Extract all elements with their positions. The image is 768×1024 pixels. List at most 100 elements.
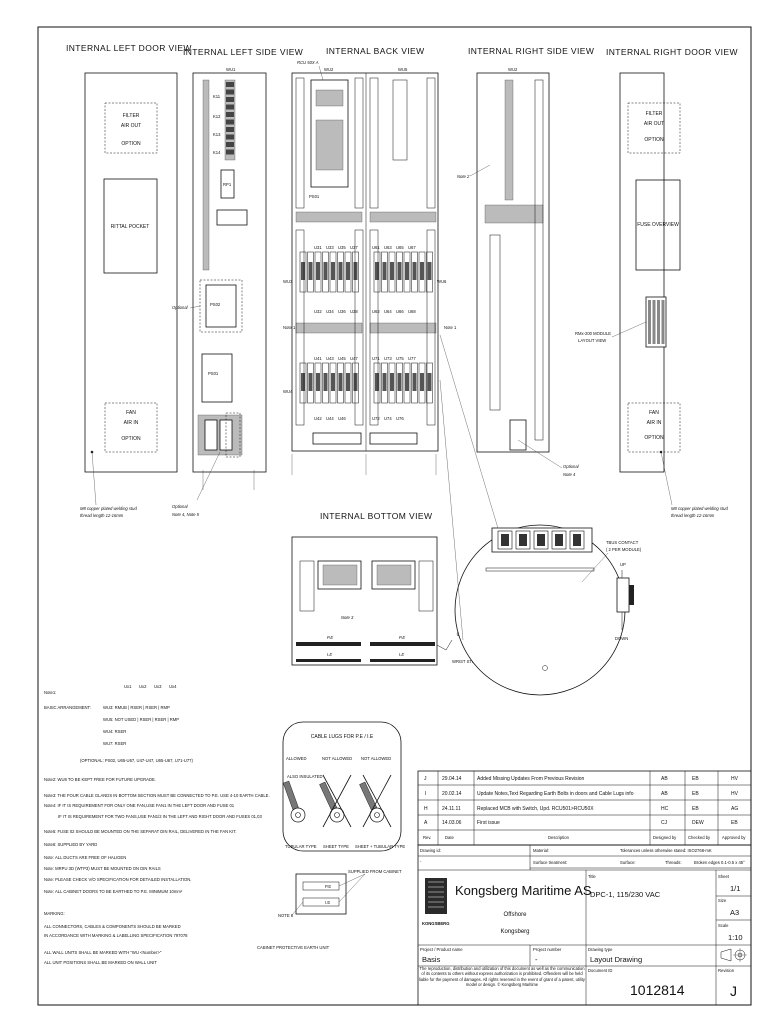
bus-detail-view: TBUS CONTACT ( 2 PER MODULE) UP DOWN [439,334,642,696]
io-module-terminals [375,373,379,391]
optional-label-left: Optional [172,305,189,310]
io-module-terminals [338,373,343,391]
note-line-10: Note: ALL CABINET DOORS TO BE EARTHED TO… [44,889,183,894]
unit-label: U65 [396,245,404,250]
drawing-title: DPC-1, 115/230 VAC [590,890,661,899]
unit-label: U37 [350,245,358,250]
note-line-2: Note3: THE FOUR CABLE GLANDS IN BOTTOM S… [44,793,270,798]
fuse-block [652,300,656,344]
io-module-terminals [353,373,358,391]
unit-label: U77 [408,356,416,361]
fuse-block [657,300,660,344]
title-block: Drawing id: - Material: Tolerances unles… [417,844,752,1006]
svg-text:AB: AB [661,776,668,782]
unit-label: U72 [372,416,380,421]
revision-value: J [730,983,737,999]
marking-4: ALL WALL UNITS SHALL BE MARKED WITH "WU … [44,950,162,955]
surface-label: Surface: [620,860,636,865]
cable-lugs-panel: CABLE LUGS FOR P.E / I.E ALLOWED NOT ALL… [282,721,405,852]
k11-label: K11 [213,94,221,99]
broken-edges-text: Broken edges 0.1-0.5 x 45° [694,860,745,865]
svg-text:Date: Date [445,835,455,840]
right-door-filter-2: AIR OUT [644,121,664,127]
relay-block [226,127,234,132]
io-module-terminals [397,262,402,280]
io-module-terminals [308,373,313,391]
col-ux2: Ux2 [139,684,147,689]
rcu-label: RCU 50X A [297,60,319,65]
cable-lug-barrel [319,781,338,811]
rittal-pocket-label: RITTAL POCKET [111,224,150,230]
note1-heading: Note1: [44,690,56,695]
earth-unit-diagram: SUPPLIED FROM CABINET P.E I.E NOTE 6 CAB… [257,869,402,950]
division-name: Offshore [504,912,528,918]
optional-line: (OPTIONAL: PS02, U65-U67, U47-U47, U65-U… [80,758,193,763]
right-door-filter-3: OPTION [644,137,664,143]
ps02-label: PS02 [210,302,221,307]
earth-ie-label: I.E [325,900,330,905]
relay-block [226,82,234,87]
document-id-label: Document ID [588,968,612,973]
lugs-not-allowed-1: NOT ALLOWED [322,756,352,761]
unit-label: U31 [314,245,322,250]
bus-contact-label-2: ( 2 PER MODULE) [606,547,642,552]
ps01-label: PS01 [309,194,320,199]
col-ux4: Ux4 [169,684,177,689]
io-module-terminals [390,262,394,280]
unit-label: U45 [338,356,346,361]
io-module-terminals [412,262,417,280]
fuse-block [661,300,665,344]
wu6-label: WU6 [437,279,447,284]
revision-row-j: J 29.04.14 Added Missing Updates From Pr… [424,776,739,782]
marking-5: ALL UNIT POSITIONS SHALL BE MARKED ON WA… [44,960,157,965]
right-door-fan-1: FAN [649,410,659,416]
unit-label: U66 [396,309,404,314]
unit-label: U47 [350,356,358,361]
wu4-label: WU4 [283,389,293,394]
right-side-view: WU2 Note 2 Optional Note 4 [457,67,580,477]
svg-text:14.03.06: 14.03.06 [442,820,462,826]
material-label: Material: [533,848,549,853]
left-door-bolt-note-1: M8 copper plated welding stud [80,506,137,511]
relay-block [226,134,234,140]
io-module-terminals [382,373,387,391]
io-module-terminals [420,373,424,391]
unit-label: U46 [338,416,346,421]
unit-label: U62 [372,309,380,314]
io-module-terminals [331,262,335,280]
company-name: Kongsberg Maritime AS [455,883,592,898]
fuse-overview-label: FUSE OVERVIEW [637,222,679,228]
optional-label-right: Optional [563,464,580,469]
relay-block [226,112,234,117]
revision-label: Revision [718,968,735,973]
drawing-type-label: Drawing type [588,947,613,952]
unit-label: U64 [384,309,392,314]
cable-lug [290,807,306,823]
right-door-filter-1: FILTER [646,111,663,117]
bus-module-connector [519,534,527,546]
project-label: Project / Product name [420,947,463,952]
left-door-fan-1: FAN [126,410,136,416]
io-module-terminals [375,262,379,280]
io-module-terminals [301,373,305,391]
lug-type-sheet: SHEET TYPE [323,844,349,849]
note-line-9: Note: PLEASE CHECK V/O SPECIFICATION FOR… [44,877,191,882]
note-line-4: IF IT IS REQUIREMENT FOR TWO FANS,USE FA… [58,814,263,819]
svg-text:EB: EB [692,776,699,782]
svg-text:Replaced MCB with Switch, Upd.: Replaced MCB with Switch, Upd. RCU501>RC… [477,806,594,812]
svg-text:Designed by: Designed by [653,835,677,840]
cable-duct [369,229,379,426]
project-value: Basis [422,955,441,964]
module-note-1: RMx-200 MODULE [575,331,611,336]
unit-label: U61 [372,245,380,250]
col-ux1: Ux1 [124,684,132,689]
unit-label: U74 [384,416,392,421]
scale-value: 1:10 [728,933,743,942]
io-module-terminals [397,373,402,391]
note-line-1: Note2: WU8 TO BE KEPT FREE FOR FUTURE UP… [44,777,156,782]
left-door-bolt-note-2: thread length 12-16mm [80,513,124,518]
cable-duct [354,229,364,426]
svg-text:Description: Description [548,835,570,840]
svg-text:HV: HV [731,776,739,782]
